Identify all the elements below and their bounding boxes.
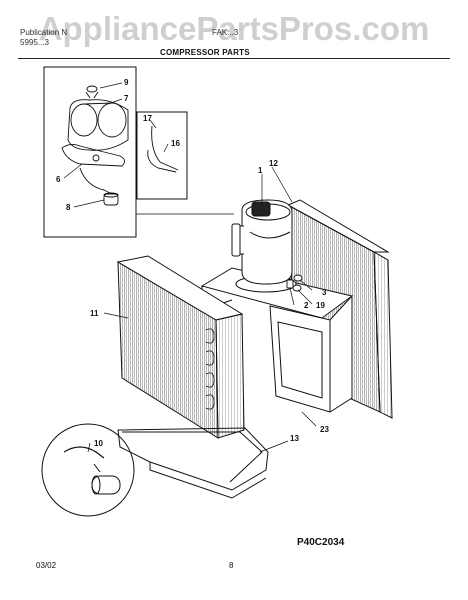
main-compressor [231, 199, 297, 293]
callout-3: 3 [322, 288, 327, 297]
callout-16: 16 [171, 139, 180, 148]
footer-page-number: 8 [229, 561, 234, 570]
callout-10: 10 [94, 439, 103, 448]
header-rule [18, 58, 450, 59]
callout-2: 2 [304, 301, 309, 310]
callout-9: 9 [124, 78, 129, 87]
callout-13: 13 [290, 434, 299, 443]
footer-date: 03/02 [36, 561, 57, 570]
section-title: COMPRESSOR PARTS [160, 48, 250, 57]
callout-6: 6 [56, 175, 61, 184]
inset-compressor-drawing [61, 85, 129, 206]
callout-17: 17 [143, 114, 152, 123]
evaporator-coil [116, 255, 245, 439]
publication-number: 5995...3 [20, 38, 49, 47]
callout-7: 7 [124, 94, 129, 103]
wire-inset-box [136, 111, 188, 200]
callout-1: 1 [258, 166, 263, 175]
callout-11: 11 [90, 309, 99, 318]
watermark: AppliancePartsPros.com [38, 10, 430, 47]
compressor-inset-box [43, 66, 137, 238]
figure-code: P40C2034 [297, 537, 345, 548]
callout-8: 8 [66, 203, 71, 212]
publication-label: Publication N [20, 28, 68, 37]
callout-12: 12 [269, 159, 278, 168]
isolator-parts [286, 274, 303, 292]
model-number: FAK...3 [212, 28, 239, 37]
callout-19: 19 [316, 301, 325, 310]
detail-circle-10 [41, 423, 135, 517]
callout-23: 23 [320, 425, 329, 434]
base-pan [117, 427, 269, 499]
callout-leaders [63, 82, 317, 453]
